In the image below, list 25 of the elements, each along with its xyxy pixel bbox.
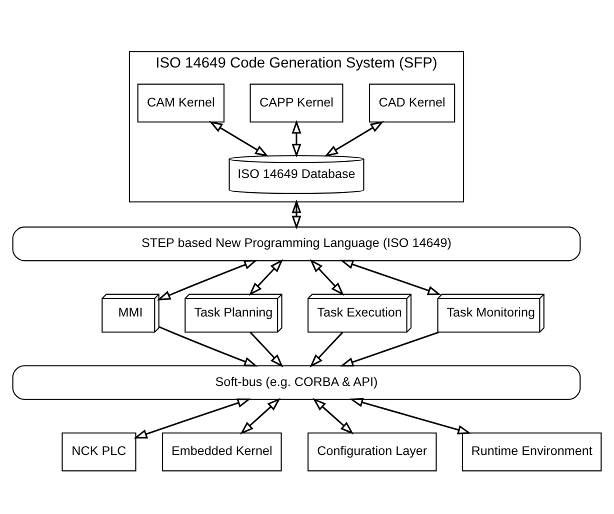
arrow [248, 259, 284, 296]
arrow [158, 326, 258, 367]
arrow [156, 260, 258, 300]
arrow [349, 398, 472, 434]
node-box: CAM Kernel [137, 84, 225, 123]
arrow [340, 332, 440, 367]
node-box: NCK PLC [62, 432, 136, 472]
arrow [310, 332, 344, 368]
node-box: STEP based New Programming Language (ISO 14649) [12, 226, 581, 262]
node-box: CAD Kernel [368, 84, 456, 123]
arrow [310, 259, 344, 296]
arrow [250, 332, 284, 368]
arrow [292, 120, 302, 158]
node-box: Configuration Layer [308, 432, 437, 472]
arrow [312, 398, 354, 434]
arrow [324, 120, 384, 157]
node-box: Runtime Environment [462, 432, 602, 472]
arrow [240, 398, 281, 434]
node-box: CAPP Kernel [250, 84, 344, 123]
arrow [208, 120, 269, 157]
arrow [340, 260, 442, 296]
arrow [134, 398, 251, 438]
arrow [292, 199, 302, 230]
node-box: Embedded Kernel [162, 432, 282, 472]
node-box: Soft-bus (e.g. CORBA & API) [12, 365, 581, 400]
